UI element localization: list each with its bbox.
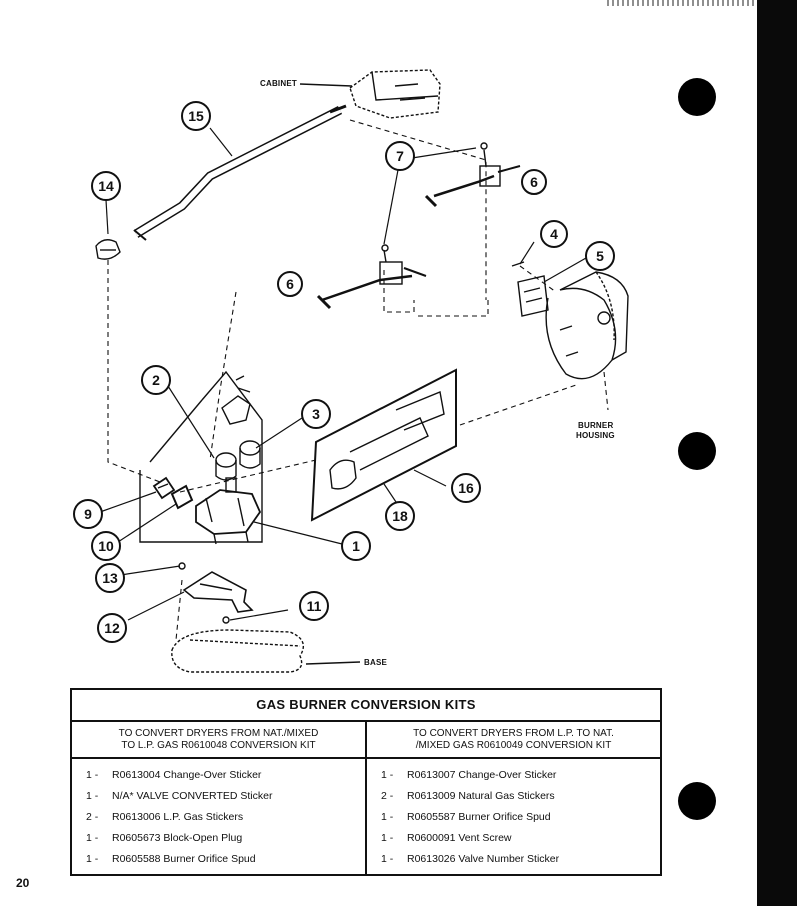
callout-11: 11 bbox=[307, 598, 322, 614]
burner-housing bbox=[545, 271, 629, 380]
cabinet-bracket bbox=[349, 69, 441, 119]
kit-item: 1 -R0613007 Change-Over Sticker bbox=[381, 769, 557, 781]
kit-item: 1 -R0613026 Valve Number Sticker bbox=[381, 853, 560, 865]
kit-heading-line: TO L.P. GAS R0610048 CONVERSION KIT bbox=[121, 740, 316, 751]
binder-hole-middle bbox=[678, 432, 716, 470]
kit-items: 1 -R0613007 Change-Over Sticker 2 -R0613… bbox=[367, 759, 660, 870]
exploded-parts-diagram: 15 14 7 6 6 4 5 2 3 16 18 1 9 10 13 12 1… bbox=[73, 69, 629, 673]
callout-5: 5 bbox=[596, 248, 604, 264]
binder-hole-bottom bbox=[678, 782, 716, 820]
housing-bracket bbox=[511, 261, 549, 317]
callout-12: 12 bbox=[104, 620, 120, 636]
scan-noise bbox=[607, 0, 757, 6]
burner-housing-label-1: BURNER bbox=[578, 421, 613, 430]
kit-items: 1 -R0613004 Change-Over Sticker 1 -N/A* … bbox=[72, 759, 365, 870]
burner-housing-label-2: HOUSING bbox=[576, 431, 615, 440]
callout-1: 1 bbox=[352, 538, 360, 554]
cabinet-label: CABINET bbox=[260, 79, 297, 88]
kit-heading-line: /MIXED GAS R0610049 CONVERSION KIT bbox=[415, 740, 612, 751]
screw-11 bbox=[222, 616, 230, 624]
kit-item: 1 -R0605587 Burner Orifice Spud bbox=[381, 811, 551, 823]
callout-10: 10 bbox=[98, 538, 114, 554]
tube-fitting bbox=[95, 239, 121, 260]
callout-16: 16 bbox=[458, 480, 474, 496]
kit-item: 1 -R0613004 Change-Over Sticker bbox=[86, 769, 262, 781]
callout-leaders bbox=[99, 127, 587, 621]
kit-lp-to-nat: TO CONVERT DRYERS FROM L.P. TO NAT. /MIX… bbox=[365, 722, 660, 876]
gas-supply-tube bbox=[133, 104, 347, 241]
block-open-plug bbox=[170, 484, 194, 510]
burner-plate bbox=[310, 368, 457, 522]
callout-15: 15 bbox=[188, 108, 204, 124]
callout-14: 14 bbox=[98, 178, 114, 194]
gas-valve bbox=[195, 477, 262, 545]
kit-item: 2 -R0613006 L.P. Gas Stickers bbox=[86, 811, 244, 823]
assembly-guide-lines bbox=[107, 119, 609, 641]
callout-4: 4 bbox=[550, 226, 558, 242]
valve-parts-detail bbox=[221, 375, 251, 425]
orifice-spud bbox=[152, 476, 176, 500]
base-outline bbox=[171, 629, 304, 673]
callout-18: 18 bbox=[392, 508, 408, 524]
kit-item: 1 -N/A* VALVE CONVERTED Sticker bbox=[86, 790, 273, 802]
callout-6-lower: 6 bbox=[286, 276, 294, 292]
kit-item: 1 -R0605673 Block-Open Plug bbox=[86, 832, 243, 844]
kit-heading: TO CONVERT DRYERS FROM L.P. TO NAT. /MIX… bbox=[367, 722, 660, 759]
valve-mounting-bracket bbox=[182, 571, 254, 613]
kit-item: 1 -R0605588 Burner Orifice Spud bbox=[86, 853, 256, 865]
scan-edge bbox=[757, 0, 797, 906]
valve-assembly-frame bbox=[139, 370, 263, 543]
base-leader bbox=[305, 661, 361, 665]
kit-item: 1 -R0600091 Vent Screw bbox=[381, 832, 512, 844]
kit-nat-to-lp: TO CONVERT DRYERS FROM NAT./MIXED TO L.P… bbox=[72, 722, 365, 876]
conversion-kits-table: GAS BURNER CONVERSION KITS TO CONVERT DR… bbox=[70, 688, 662, 876]
kit-heading-line: TO CONVERT DRYERS FROM L.P. TO NAT. bbox=[413, 728, 614, 739]
callout-9: 9 bbox=[84, 506, 92, 522]
kit-heading-line: TO CONVERT DRYERS FROM NAT./MIXED bbox=[118, 728, 319, 739]
base-label: BASE bbox=[364, 658, 387, 667]
binder-hole-top bbox=[678, 78, 716, 116]
kit-item: 2 -R0613009 Natural Gas Stickers bbox=[381, 790, 555, 802]
callout-13: 13 bbox=[102, 570, 118, 586]
callout-7: 7 bbox=[396, 148, 404, 164]
callout-2: 2 bbox=[152, 372, 160, 388]
kit-heading: TO CONVERT DRYERS FROM NAT./MIXED TO L.P… bbox=[72, 722, 365, 759]
igniter-lower bbox=[316, 244, 427, 310]
kits-title: GAS BURNER CONVERSION KITS bbox=[72, 690, 660, 722]
callout-6-upper: 6 bbox=[530, 174, 538, 190]
callout-3: 3 bbox=[312, 406, 320, 422]
page-number: 20 bbox=[16, 876, 30, 890]
cabinet-leader bbox=[299, 83, 353, 87]
igniter-upper bbox=[424, 142, 521, 208]
valve-coils bbox=[215, 440, 261, 481]
